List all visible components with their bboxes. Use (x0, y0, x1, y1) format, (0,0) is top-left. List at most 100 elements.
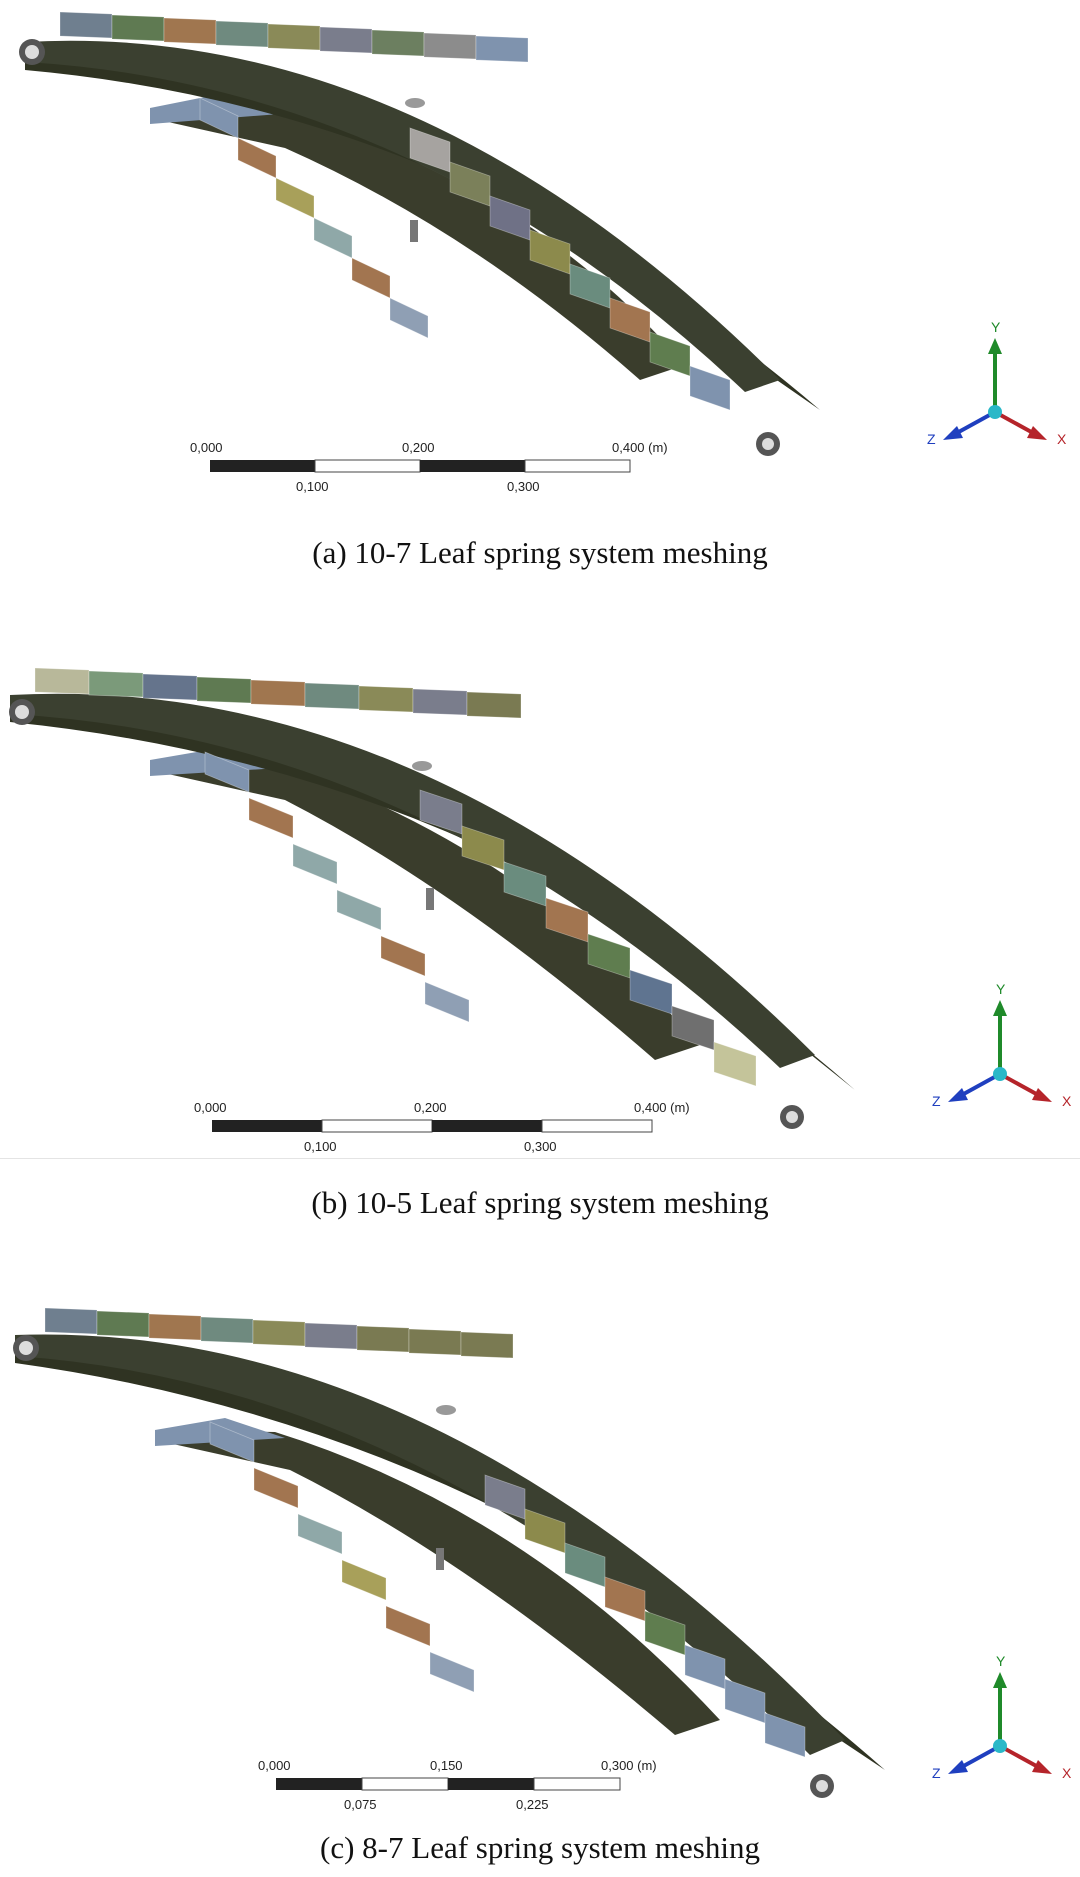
x-arrowhead-icon (1027, 426, 1047, 440)
z-arrowhead-icon (943, 426, 963, 440)
leaf-tiles-left (34, 667, 522, 719)
scale-tick-2: 0,150 (430, 1758, 463, 1773)
leaf-tiles-left (59, 11, 529, 63)
origin-sphere-icon (988, 405, 1002, 419)
x-arrowhead-icon (1032, 1088, 1052, 1102)
coordinate-triad: Y Z X (932, 981, 1072, 1109)
scale-tick-4: 0,300 (m) (601, 1758, 657, 1773)
leaf-tile-lower (313, 217, 353, 259)
scale-tick-0: 0,000 (258, 1758, 291, 1773)
leaf-tiles-lower (204, 751, 470, 1023)
axis-label-x: X (1062, 1093, 1072, 1109)
leaf-tile-left (96, 1310, 150, 1338)
origin-sphere-icon (993, 1739, 1007, 1753)
leaf-tile-left (44, 1307, 98, 1335)
scale-tick-0: 0,000 (190, 440, 223, 455)
leaf-tile-lower (297, 1513, 343, 1555)
x-axis-arrow (999, 1744, 1041, 1770)
spring-eye-left (13, 1335, 39, 1361)
scale-tick-3: 0,300 (524, 1139, 557, 1154)
figure-caption-a: (a) 10-7 Leaf spring system meshing (312, 535, 768, 570)
leaf-tile-left (408, 1328, 462, 1356)
axis-label-y: Y (991, 319, 1001, 335)
leaf-tile-left (304, 682, 360, 710)
leaf-tile-lower (209, 1421, 255, 1463)
z-axis-arrow (959, 1744, 1001, 1770)
leaf-tiles-right (409, 127, 731, 411)
z-arrowhead-icon (948, 1088, 968, 1102)
leaf-tile-lower (204, 751, 250, 793)
y-arrowhead-icon (988, 338, 1002, 354)
leaf-tile-left (34, 667, 90, 695)
leaf-tile-left (252, 1319, 306, 1347)
leaf-tile-right (764, 1712, 806, 1758)
leaf-tile-left (148, 1313, 202, 1341)
origin-sphere-icon (993, 1067, 1007, 1081)
panel-a: Y Z X 0,000 0,200 0,400 (m) 0,100 0,300 … (0, 0, 1080, 570)
leaf-tile-left (196, 676, 252, 704)
axis-label-y: Y (996, 981, 1006, 997)
z-axis-arrow (959, 1072, 1001, 1098)
z-arrowhead-icon (948, 1760, 968, 1774)
scale-tick-4: 0,400 (m) (634, 1100, 690, 1115)
scale-tick-1: 0,100 (296, 479, 329, 494)
x-arrowhead-icon (1032, 1760, 1052, 1774)
spring-eye-right (810, 1774, 834, 1798)
leaf-tiles-right (484, 1474, 806, 1758)
scale-tick-2: 0,200 (414, 1100, 447, 1115)
leaf-spring-mesh-b: Y Z X 0,000 0,200 0,400 (m) 0,100 0,300 (9, 667, 1072, 1154)
axis-label-z: Z (932, 1765, 941, 1781)
figure-caption-c: (c) 8-7 Leaf spring system meshing (320, 1830, 760, 1865)
scale-tick-1: 0,100 (304, 1139, 337, 1154)
leaf-tiles-left (44, 1307, 514, 1359)
coordinate-triad: Y Z X (927, 319, 1067, 447)
leaf-tile-right (689, 365, 731, 411)
leaf-spring-mesh-a: Y Z X 0,000 0,200 0,400 (m) 0,100 0,300 (19, 11, 1067, 494)
panel-b: Y Z X 0,000 0,200 0,400 (m) 0,100 0,300 … (0, 650, 1080, 1220)
leaf-tile-left (163, 17, 217, 45)
leaf-tile-lower (253, 1467, 299, 1509)
axis-label-z: Z (927, 431, 936, 447)
scale-bar: 0,000 0,200 0,400 (m) 0,100 0,300 (190, 440, 668, 494)
y-arrowhead-icon (993, 1000, 1007, 1016)
leaf-tile-left (111, 14, 165, 42)
leaf-tile-lower (380, 935, 426, 977)
scale-tick-2: 0,200 (402, 440, 435, 455)
leaf-tile-lower (424, 981, 470, 1023)
scale-bar: 0,000 0,200 0,400 (m) 0,100 0,300 (194, 1100, 690, 1154)
spring-eye-left (19, 39, 45, 65)
scale-tick-0: 0,000 (194, 1100, 227, 1115)
leaf-tile-left (88, 670, 144, 698)
leaf-tile-left (356, 1325, 410, 1353)
spring-eye-right (780, 1105, 804, 1129)
leaf-tile-left (423, 32, 477, 60)
leaf-tile-lower (248, 797, 294, 839)
main-leaf-pack (25, 40, 820, 410)
y-arrowhead-icon (993, 1672, 1007, 1688)
leaf-tile-lower (336, 889, 382, 931)
leaf-tile-left (250, 679, 306, 707)
x-axis-arrow (999, 1072, 1041, 1098)
leaf-tile-lower (341, 1559, 387, 1601)
leaf-tile-lower (292, 843, 338, 885)
center-bolt (405, 98, 425, 242)
spring-eye-right (756, 432, 780, 456)
leaf-tile-lower (385, 1605, 431, 1647)
axis-label-x: X (1062, 1765, 1072, 1781)
leaf-tiles-right (419, 789, 757, 1087)
leaf-tile-lower (351, 257, 391, 299)
leaf-tile-left (358, 685, 414, 713)
coordinate-triad: Y Z X (932, 1653, 1072, 1781)
scale-tick-1: 0,075 (344, 1797, 377, 1812)
leaf-tile-lower (389, 297, 429, 339)
scale-bar: 0,000 0,150 0,300 (m) 0,075 0,225 (258, 1758, 657, 1812)
leaf-tiles-lower (209, 1421, 475, 1693)
leaf-tile-left (319, 26, 373, 54)
axis-label-x: X (1057, 431, 1067, 447)
scale-tick-3: 0,300 (507, 479, 540, 494)
leaf-tile-lower (429, 1651, 475, 1693)
axis-label-y: Y (996, 1653, 1006, 1669)
scale-tick-4: 0,400 (m) (612, 440, 668, 455)
leaf-tile-right (713, 1041, 757, 1087)
leaf-tile-left (475, 35, 529, 63)
